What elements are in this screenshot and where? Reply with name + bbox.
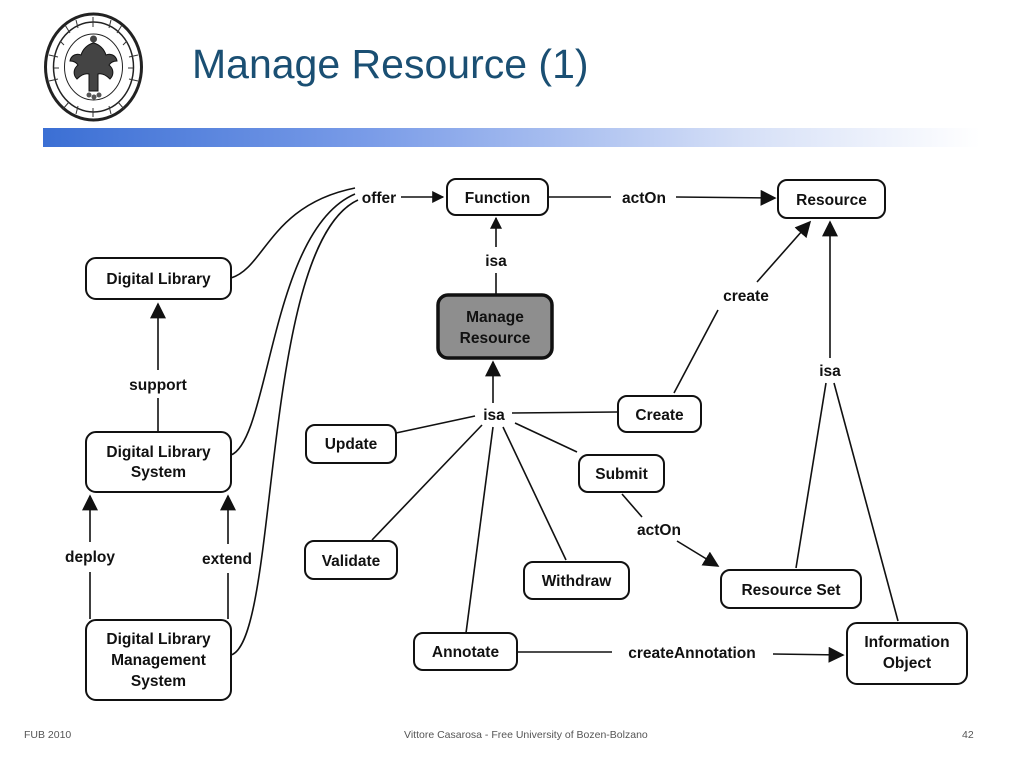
edge-dls-offer — [230, 193, 356, 456]
node-information-object-label-line1: Information — [864, 634, 949, 651]
node-create: Create — [617, 395, 702, 433]
node-validate-label: Validate — [322, 553, 381, 570]
footer-left: FUB 2010 — [24, 729, 72, 741]
node-information-object: Information Object — [846, 622, 968, 685]
label-acton-function-resource: actOn — [622, 190, 666, 207]
diagram-edges — [82, 187, 899, 663]
title-underline-bar — [43, 128, 980, 147]
edge-create-isa-line — [511, 411, 618, 414]
node-manage-resource-label-line1: Manage — [466, 309, 524, 326]
node-digital-library-management-system: Digital Library Management System — [85, 619, 232, 701]
node-validate: Validate — [304, 540, 398, 580]
node-function: Function — [446, 178, 549, 216]
label-support: support — [129, 377, 187, 394]
node-information-object-label-line2: Object — [883, 655, 931, 672]
node-manage-resource-label-line2: Resource — [460, 330, 531, 347]
edge-information-object-isa-line — [833, 382, 899, 622]
edge-digital-library-offer — [230, 187, 356, 279]
edge-submit-isa-line — [514, 422, 578, 453]
footer-page-number: 42 — [962, 729, 974, 741]
node-submit-label: Submit — [595, 466, 648, 483]
node-dls-label-line1: Digital Library — [106, 444, 211, 461]
node-annotate-label: Annotate — [432, 644, 500, 661]
node-function-label: Function — [465, 190, 530, 207]
label-isa-subfunctions: isa — [483, 407, 505, 424]
slide-title: Manage Resource (1) — [192, 41, 589, 87]
node-withdraw-label: Withdraw — [542, 573, 613, 590]
node-digital-library: Digital Library — [85, 257, 232, 300]
label-create-resource: create — [723, 288, 769, 305]
edge-update-isa-line — [395, 415, 476, 434]
edge-acton-resource — [675, 189, 777, 206]
edge-acton-resource-set — [676, 540, 720, 567]
node-digital-library-system: Digital Library System — [85, 431, 232, 493]
label-deploy: deploy — [65, 549, 115, 566]
node-digital-library-label: Digital Library — [106, 271, 211, 288]
label-isa-information-resource: isa — [819, 363, 841, 380]
node-dlms-label-line2: Management — [111, 652, 206, 669]
edge-createannotation-information-object — [772, 646, 845, 663]
footer-author: Vittore Casarosa - Free University of Bo… — [404, 729, 648, 741]
edge-annotate-isa-line — [465, 426, 494, 634]
node-submit: Submit — [578, 454, 665, 493]
node-annotate: Annotate — [413, 632, 518, 671]
node-dlms-label-line1: Digital Library — [106, 631, 211, 648]
label-extend: extend — [202, 551, 252, 568]
node-resource: Resource — [777, 179, 886, 219]
university-seal-logo — [44, 12, 143, 122]
edge-withdraw-isa-line — [502, 426, 567, 561]
node-resource-set: Resource Set — [720, 569, 862, 609]
node-update: Update — [305, 424, 397, 464]
label-acton-submit-set: actOn — [637, 522, 681, 539]
edge-submit-acton-line — [621, 493, 643, 518]
label-create-annotation: createAnnotation — [628, 645, 755, 662]
edge-create-resource — [756, 220, 812, 283]
node-dls-label-line2: System — [131, 464, 186, 481]
edge-create-node-line — [673, 309, 719, 394]
edge-dlms-offer — [230, 199, 359, 656]
node-manage-resource: Manage Resource — [436, 293, 554, 360]
node-create-label: Create — [635, 407, 684, 424]
edge-resource-set-isa-line — [795, 382, 827, 569]
node-withdraw: Withdraw — [523, 561, 630, 600]
label-offer: offer — [362, 190, 396, 207]
node-dlms-label-line3: System — [131, 673, 186, 690]
node-update-label: Update — [325, 436, 378, 453]
node-resource-label: Resource — [796, 192, 867, 209]
edge-validate-isa-line — [371, 424, 483, 541]
node-resource-set-label: Resource Set — [741, 582, 840, 599]
label-isa-manage-function: isa — [485, 253, 507, 270]
